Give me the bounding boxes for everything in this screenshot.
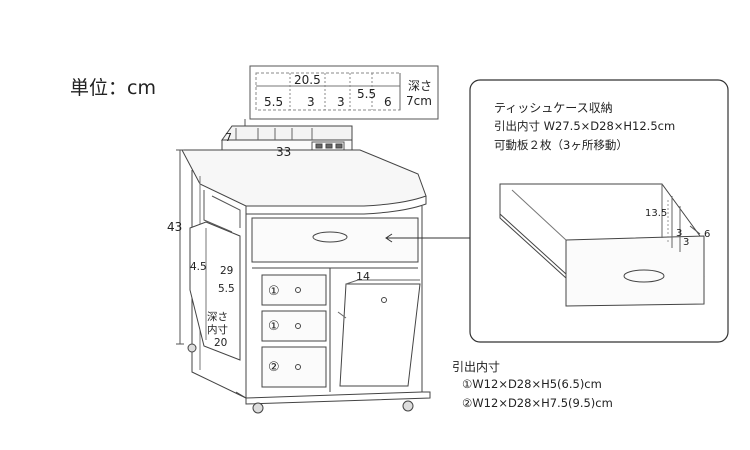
drawer-mark-1: ① [268,284,280,299]
tissue-panel-title: ティッシュケース収納 [494,101,613,115]
cabinet-height-label: 43 [167,220,182,234]
drawer-mark-3: ② [268,360,280,375]
side-depth-label-1: 深さ [207,311,228,323]
tray-compartment-3: 3 [337,95,345,109]
tray-height-label: 7 [225,131,232,144]
side-depth-label-2: 内寸 [207,323,228,336]
side-depth-value: 20 [214,337,227,349]
tray-compartment-5: 6 [384,95,392,109]
drawer-note-2: ②W12×D28×H7.5(9.5)cm [462,396,613,410]
tray-compartment-2: 3 [307,95,315,109]
tray-depth-label: 深さ [408,79,432,93]
tray-depth-value: 7cm [406,94,432,108]
tissue-dim-slot-3: 6 [704,229,710,240]
tray-compartment-1: 5.5 [264,95,283,109]
drawer-mark-2: ① [268,319,280,334]
unit-label: 単位：cm [70,77,156,99]
side-pocket-dim-c: 5.5 [218,283,235,295]
side-pocket-dim-b: 29 [220,265,233,277]
tray-callout-box [249,65,439,120]
tissue-dim-height: 13.5 [645,208,667,219]
tray-compartment-4: 5.5 [357,87,376,101]
drawer-width-label: 14 [356,270,370,283]
tray-width-label: 20.5 [294,73,321,87]
tissue-dim-slot-2: 3 [683,237,689,248]
drawer-note-1: ①W12×D28×H5(6.5)cm [462,377,602,391]
tissue-panel-dimensions: 引出内寸 W27.5×D28×H12.5cm [494,119,676,133]
tissue-panel-movable-boards: 可動板２枚（3ヶ所移動） [494,138,628,152]
tissue-dim-slot-1: 3 [676,228,682,239]
side-pocket-dim-a: 4.5 [190,261,207,273]
drawer-notes-heading: 引出内寸 [452,360,501,374]
tray-length-label: 33 [276,145,291,159]
